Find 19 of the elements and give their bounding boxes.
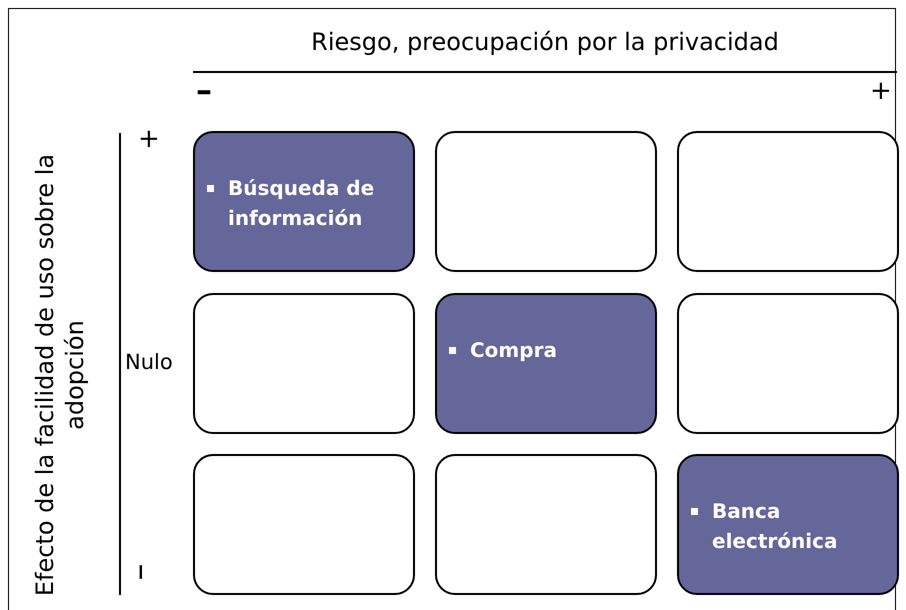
empty-matrix-cell [435, 131, 657, 272]
axis-end-label: Nulo [125, 350, 173, 374]
empty-matrix-cell [677, 131, 899, 272]
axis-end-label: – [122, 564, 162, 580]
axis-title: Efecto de la facilidad de uso sobre la adopción [30, 152, 90, 598]
axis-end-label: + [138, 124, 160, 154]
matrix-cell [435, 293, 657, 434]
axis-end-label: + [870, 76, 892, 106]
cell-label: Compra [470, 337, 557, 364]
cell-label: Banca electrónica [712, 498, 838, 555]
cell-label: Búsqueda de información [228, 175, 376, 232]
axis-title: Riesgo, preocupación por la privacidad [310, 28, 780, 56]
matrix-cell [193, 131, 415, 272]
empty-matrix-cell [193, 454, 415, 595]
empty-matrix-cell [677, 293, 899, 434]
axis-end-label: – [196, 74, 212, 106]
empty-matrix-cell [435, 454, 657, 595]
empty-matrix-cell [193, 293, 415, 434]
matrix-cell [677, 454, 899, 595]
